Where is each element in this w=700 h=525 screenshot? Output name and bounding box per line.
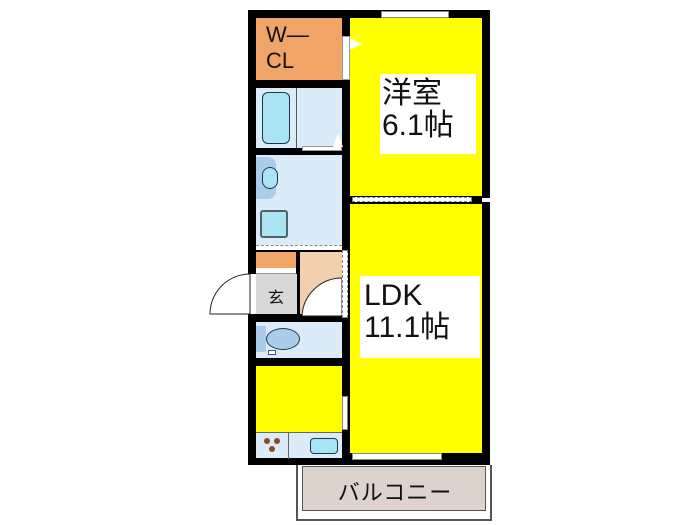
window-western-room[interactable] — [381, 11, 449, 18]
entrance-label: 玄 — [268, 290, 285, 307]
walk-in-closet-label: W— CL — [266, 22, 309, 74]
stove-burner-icon — [269, 446, 275, 452]
ldk-size: 11.1帖 — [364, 310, 451, 344]
entrance-door-opening[interactable] — [248, 274, 256, 314]
shoe-closet-door[interactable] — [256, 268, 296, 274]
hallway-door-swing-icon — [301, 277, 343, 317]
shoe-closet — [256, 252, 296, 268]
toilet-room — [256, 322, 342, 358]
bath-door-arrow-icon — [333, 133, 343, 147]
bathroom-door[interactable] — [302, 146, 342, 151]
stove-burner-icon — [274, 438, 280, 444]
western-room: 洋室 6.1帖 — [350, 18, 482, 196]
stove-burner-icon — [264, 438, 270, 444]
bathtub-divider — [296, 88, 297, 148]
bathtub-icon — [262, 92, 290, 144]
washbasin-icon — [262, 167, 278, 189]
ldk-room: LDK 11.1帖 — [350, 204, 482, 453]
balcony-label: バルコニー — [337, 480, 453, 505]
entrance-door-swing-icon — [209, 273, 251, 315]
sink-icon — [310, 438, 338, 454]
western-room-size: 6.1帖 — [382, 108, 454, 142]
western-room-label: 洋室 6.1帖 — [380, 74, 476, 154]
ldk-name: LDK — [364, 279, 423, 312]
right-wall-marker — [482, 198, 490, 202]
washing-machine-icon — [260, 210, 288, 238]
kitchen-ldk-opening[interactable] — [342, 396, 348, 430]
toilet-tank — [256, 326, 266, 352]
toilet-paper-icon — [268, 350, 276, 355]
walk-in-closet: W— CL — [256, 18, 342, 80]
ldk-side-sliding-door[interactable] — [342, 250, 348, 318]
window-ldk-balcony[interactable] — [352, 453, 442, 460]
closet-door[interactable] — [342, 36, 350, 80]
closet-label-line2: CL — [266, 48, 295, 73]
entrance: 玄 — [256, 274, 300, 314]
bathroom — [256, 88, 342, 148]
toilet-icon — [266, 328, 300, 350]
kitchen-counter — [256, 432, 342, 459]
closet-label-line1: W— — [266, 22, 309, 47]
balcony: バルコニー — [302, 466, 486, 511]
washroom-door[interactable] — [256, 245, 342, 250]
washroom — [256, 155, 342, 245]
counter-divider — [288, 433, 289, 459]
kitchen — [256, 366, 342, 432]
door-arrow-icon — [350, 38, 362, 50]
western-room-name: 洋室 — [382, 77, 442, 110]
ldk-label: LDK 11.1帖 — [360, 276, 480, 358]
western-ldk-sliding-door[interactable] — [352, 197, 472, 202]
